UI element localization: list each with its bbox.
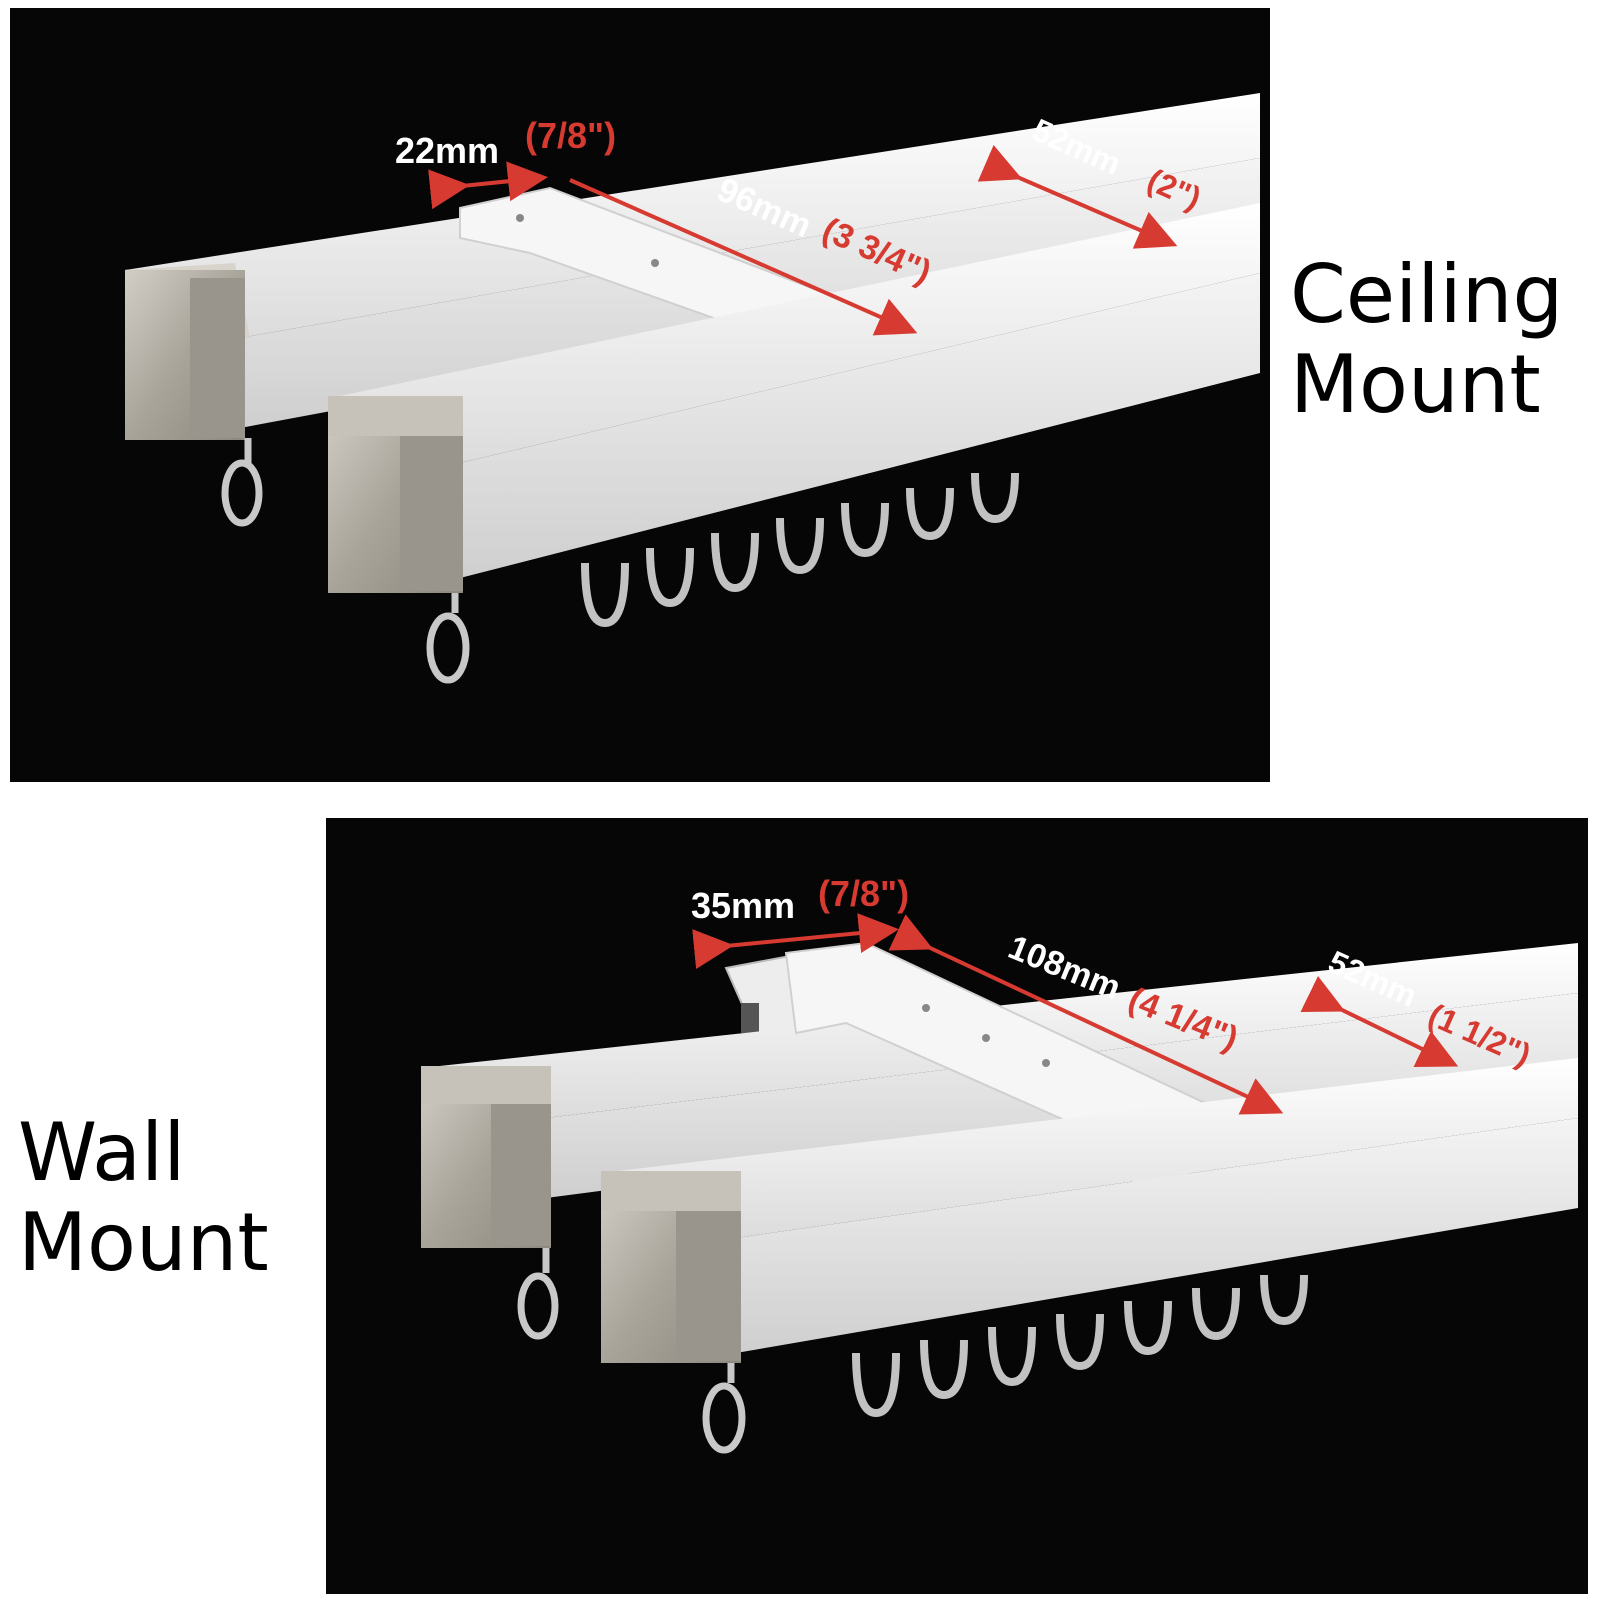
ceiling-width-mm: 22mm (395, 130, 499, 171)
ceiling-label-line1: Ceiling (1290, 248, 1564, 341)
back-end-cap (125, 263, 250, 440)
wall-width-mm: 35mm (691, 885, 795, 926)
wall-front-rail (601, 1058, 1578, 1353)
wall-width-in: (7/8") (818, 873, 909, 914)
front-hook-ring (426, 593, 470, 684)
ceiling-mount-illustration: 22mm (7/8") 96mm (3 3/4") 52mm (2") (125, 93, 1260, 684)
front-rail (330, 203, 1260, 578)
wall-front-end-cap (601, 1171, 741, 1363)
ceiling-width-dimension: 22mm (7/8") (395, 115, 616, 210)
wall-mount-illustration: 35mm (7/8") 108mm (4 1/4") 52mm (1 1/2") (421, 873, 1578, 1454)
ceiling-mount-photo: 22mm (7/8") 96mm (3 3/4") 52mm (2") (10, 8, 1270, 782)
wall-back-hook-ring (517, 1248, 559, 1340)
ceiling-label-line2: Mount (1290, 337, 1541, 431)
wall-curtain-gliders (852, 1274, 1308, 1418)
wall-label-line1: Wall (18, 1106, 186, 1199)
ceiling-width-in: (7/8") (525, 115, 616, 156)
front-end-cap (328, 396, 463, 593)
wall-front-hook-ring (702, 1363, 746, 1454)
curtain-gliders (581, 472, 1019, 628)
wall-length-mm: 108mm (1003, 928, 1126, 1007)
wall-width-dimension: 35mm (7/8") (691, 873, 909, 969)
wall-back-end-cap (421, 1066, 551, 1248)
wall-mount-label: Wall Mount (18, 1108, 269, 1287)
wall-mount-photo: 35mm (7/8") 108mm (4 1/4") 52mm (1 1/2") (326, 818, 1588, 1594)
back-hook-ring (221, 438, 263, 527)
wall-label-line2: Mount (18, 1195, 269, 1289)
ceiling-mount-label: Ceiling Mount (1290, 250, 1563, 429)
